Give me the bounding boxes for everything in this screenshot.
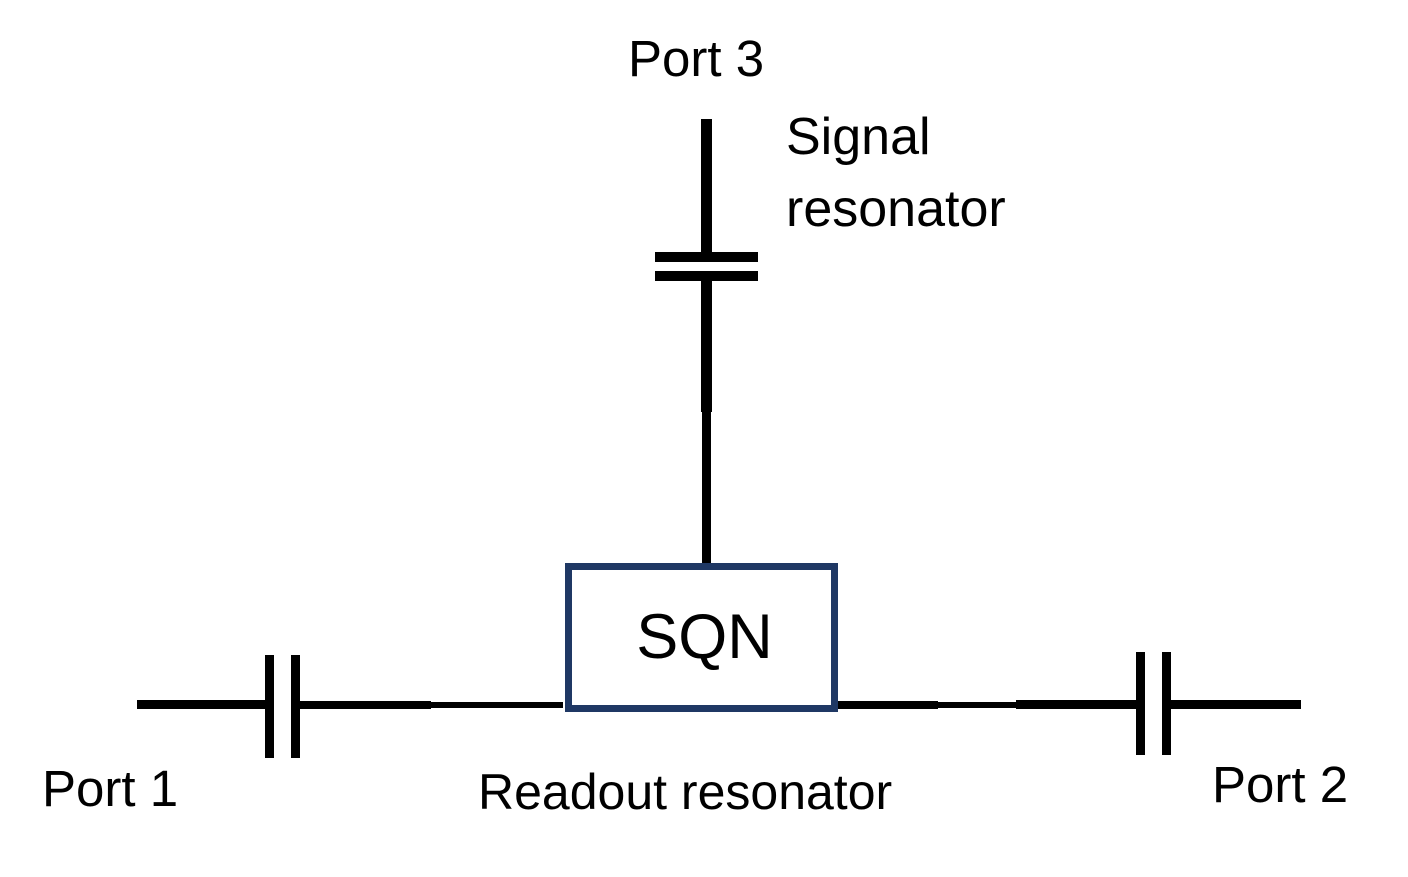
port-1-terminal-wire (137, 700, 267, 709)
port-3-lead-wire (701, 119, 712, 257)
port-2-capacitor-plate-right (1162, 652, 1171, 755)
readout-resonator-label: Readout resonator (478, 764, 893, 820)
signal-resonator-wire-upper (701, 280, 712, 412)
port-1-capacitor-plate-left (265, 655, 274, 758)
port-2-label: Port 2 (1212, 756, 1349, 813)
port-3-capacitor-plate-bottom (655, 271, 758, 281)
port-1-capacitor-plate-right (291, 655, 300, 758)
port-3-capacitor-plate-top (655, 252, 758, 262)
readout-resonator-wire-right-c (1016, 700, 1142, 709)
readout-resonator-wire-right-b (935, 702, 1020, 708)
port-2-capacitor-plate-left (1136, 652, 1145, 755)
sqn-block-label: SQN (636, 602, 773, 672)
signal-resonator-label-line1: Signal (786, 108, 931, 166)
readout-resonator-wire-left-a (299, 701, 431, 709)
signal-resonator-label-line2: resonator (786, 180, 1006, 238)
sqn-block: SQN (565, 563, 838, 712)
port-3-label: Port 3 (628, 30, 765, 87)
port-1-label: Port 1 (42, 760, 179, 817)
readout-resonator-wire-right-a (838, 701, 938, 709)
readout-resonator-wire-left-b (428, 702, 563, 708)
signal-resonator-wire-lower (702, 410, 711, 568)
port-2-terminal-wire (1170, 700, 1301, 709)
